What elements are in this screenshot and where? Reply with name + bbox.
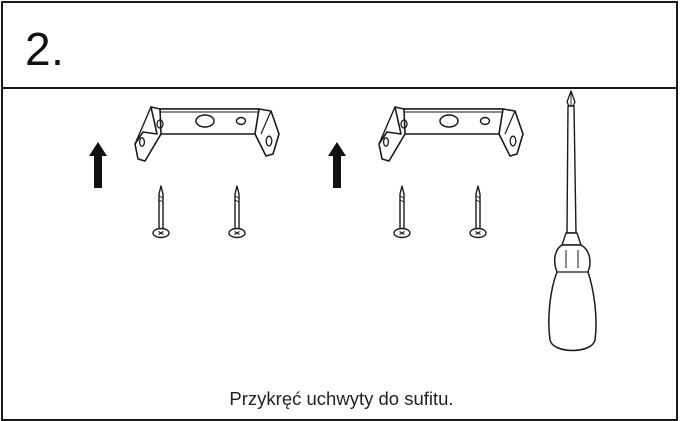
instruction-caption: Przykręć uchwyty do sufitu. bbox=[229, 388, 454, 409]
step-number: 2. bbox=[25, 23, 65, 75]
step-header: 2. bbox=[3, 3, 676, 89]
